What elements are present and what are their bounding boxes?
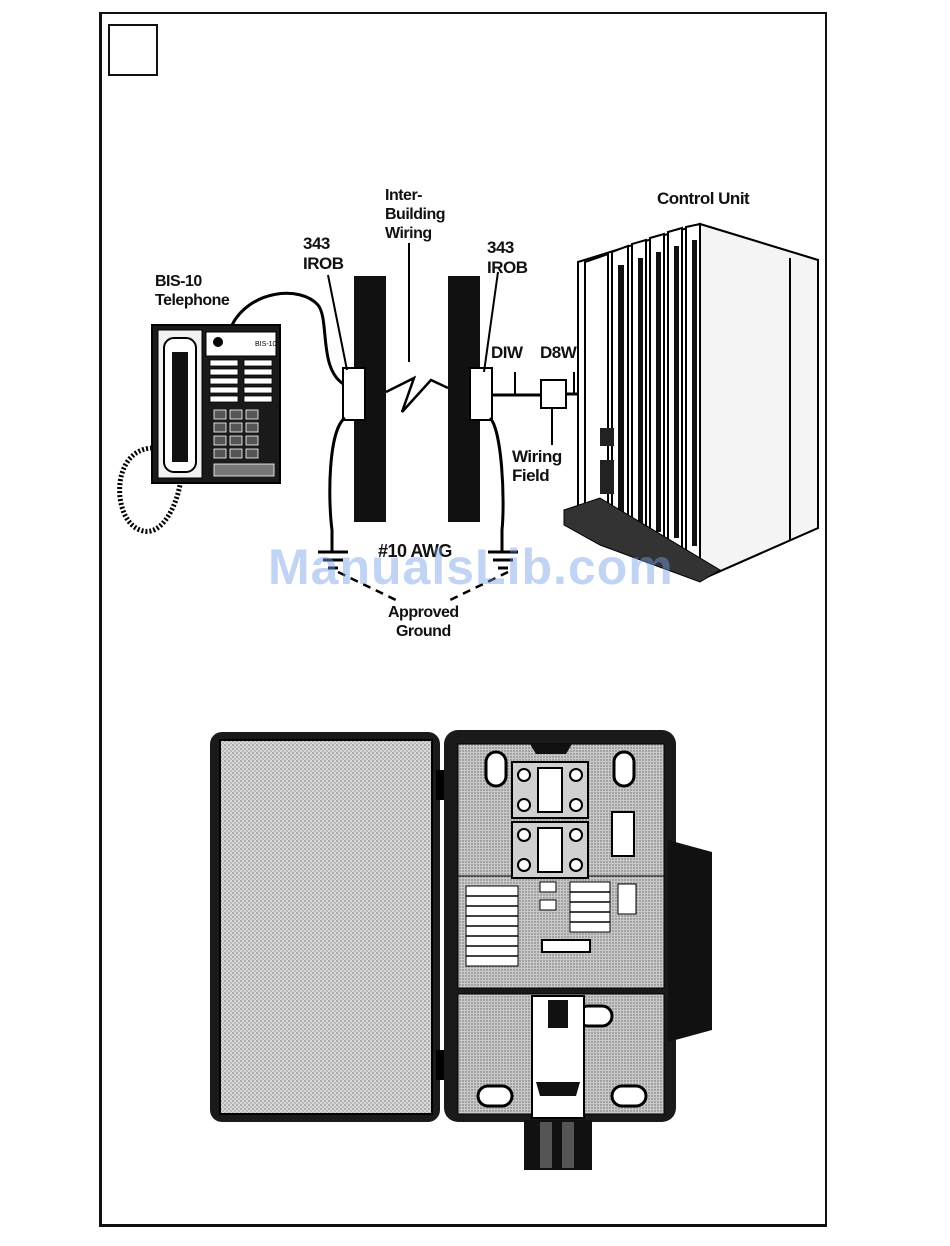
irob-enclosure-illustration [210, 730, 712, 1170]
control-unit-label: Control Unit [657, 190, 749, 208]
wiring-field-block [541, 380, 566, 408]
telephone-label: BIS-10 Telephone [155, 272, 229, 310]
diw-label: DIW [491, 344, 523, 362]
irob-right [448, 276, 492, 522]
wiring-field-label: Wiring Field [512, 447, 562, 485]
bis10-telephone: BIS-10 [152, 325, 280, 483]
approved-ground-label: Approved Ground [388, 603, 459, 641]
d8w-label: D8W [540, 344, 576, 362]
inter-building-wiring-label: Inter- Building Wiring [385, 186, 445, 243]
irob-left [343, 276, 386, 522]
control-unit [564, 224, 818, 582]
watermark: ManualsLib.com [268, 538, 674, 596]
irob-left-label: 343 IROB [303, 234, 344, 274]
svg-text:BIS-10: BIS-10 [255, 341, 277, 348]
irob-right-label: 343 IROB [487, 238, 528, 278]
inter-building-wire [386, 378, 448, 412]
